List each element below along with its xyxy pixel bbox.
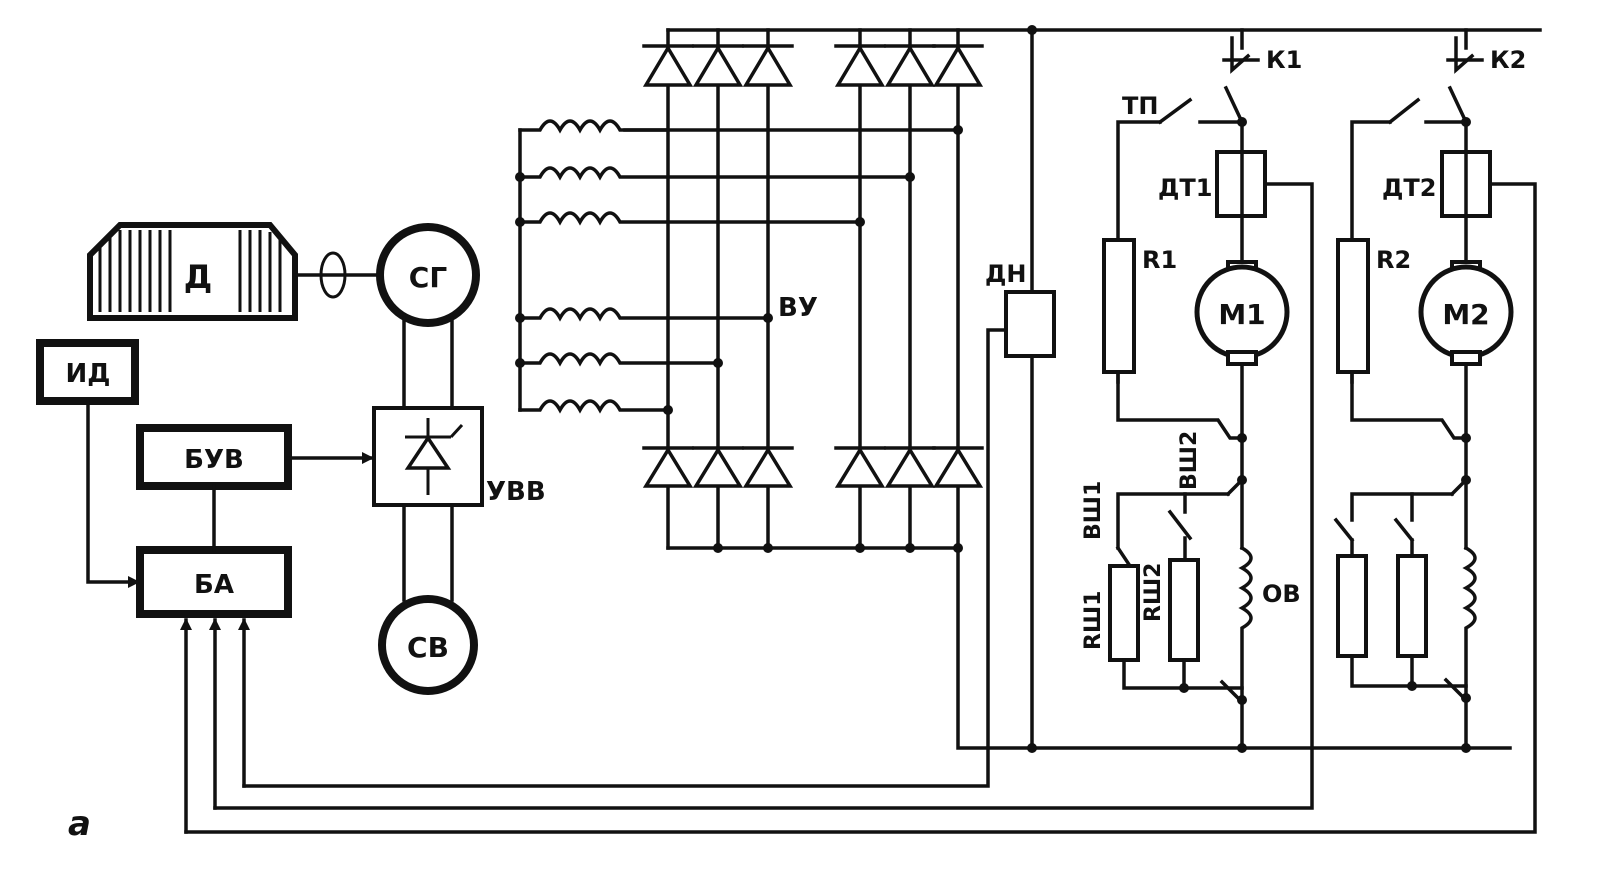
excitation-link (402, 316, 454, 602)
motor-2-label: М2 (1442, 298, 1489, 331)
diode-icon (642, 44, 984, 87)
field-control-unit: БУВ (136, 424, 292, 490)
synchronous-generator: СГ (376, 223, 480, 327)
current-sensor-2-label: ДТ2 (1382, 174, 1436, 202)
resistor-2-label: R2 (1376, 246, 1411, 274)
generator-windings (515, 119, 960, 414)
voltage-sensor: ДН (985, 260, 1056, 358)
thyristor-icon (404, 434, 452, 470)
automation-unit-label: БА (194, 570, 234, 600)
resistor-1-label: R1 (1142, 246, 1177, 274)
contactor-2-label: К2 (1490, 46, 1526, 74)
rectifier-bridge: ВУ (642, 28, 1542, 553)
motor-branch-1: К1 ТП ДТ1 R1 М1 (1081, 28, 1302, 750)
diesel-engine: Д (87, 222, 298, 321)
generator-label: СГ (409, 261, 448, 294)
driver-indicator: ИД (36, 339, 139, 405)
automation-unit: БА (136, 546, 292, 618)
shunt-contact-2-label: ВШ2 (1177, 431, 1202, 490)
switch-label: ТП (1122, 92, 1158, 120)
figure-label: a (68, 804, 91, 844)
control-wiring (86, 182, 1537, 834)
field-control-unit-label: БУВ (184, 445, 244, 475)
current-sensor-1-label: ДТ1 (1158, 174, 1212, 202)
driver-indicator-label: ИД (66, 359, 111, 389)
field-controller: УВВ (372, 406, 546, 507)
motor-1-label: М1 (1218, 298, 1265, 331)
exciter: СВ (378, 595, 478, 695)
field-winding-label: ОВ (1262, 580, 1301, 608)
contactor-1-label: К1 (1266, 46, 1302, 74)
field-controller-label: УВВ (486, 477, 546, 507)
motor-branch-2: К2 ДТ2 R2 М2 (1333, 28, 1526, 750)
engine-label: Д (184, 258, 213, 296)
voltage-sensor-label: ДН (985, 260, 1026, 288)
rectifier-label: ВУ (778, 293, 818, 323)
shunt-resistor-2-label: RШ2 (1141, 563, 1166, 622)
shunt-contact-1-label: ВШ1 (1081, 481, 1106, 540)
shunt-resistor-1-label: RШ1 (1081, 591, 1106, 650)
shaft-rotation-icon (293, 251, 380, 299)
exciter-label: СВ (407, 631, 449, 664)
diode-icon (642, 446, 984, 488)
dc-bus (956, 25, 1512, 753)
